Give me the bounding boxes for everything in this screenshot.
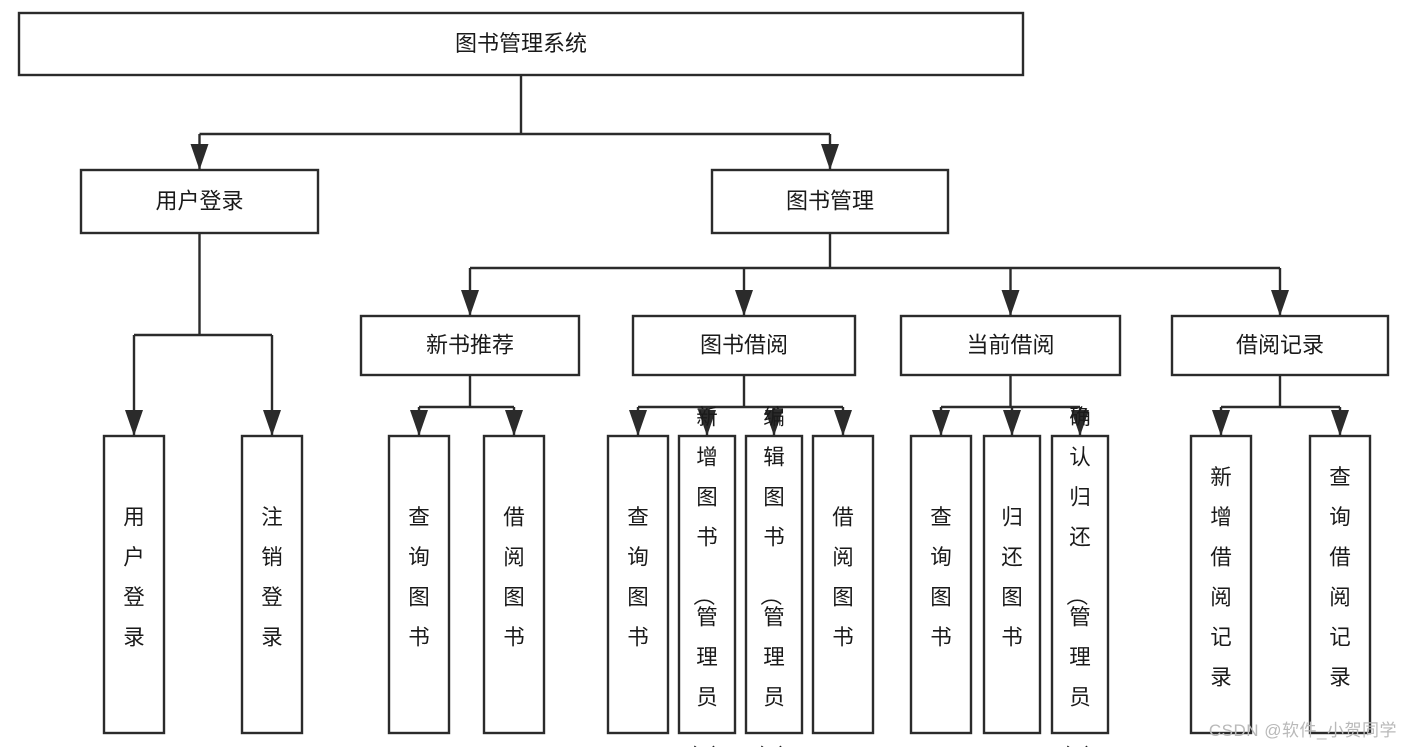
node-box[interactable] xyxy=(677,434,737,735)
node-l_confirm[interactable]: 确认归还（管理员） xyxy=(1050,406,1110,747)
arrow-head-icon xyxy=(821,144,839,170)
node-box[interactable] xyxy=(17,11,1025,77)
arrow-head-icon xyxy=(765,410,783,436)
node-label: 图书借阅 xyxy=(700,332,788,357)
node-box[interactable] xyxy=(387,434,451,735)
arrow-head-icon xyxy=(190,144,209,170)
node-root[interactable]: 图书管理系统 xyxy=(17,11,1025,77)
arrow-head-icon xyxy=(1071,410,1089,436)
node-label: 当前借阅 xyxy=(966,332,1054,357)
node-l_add_book[interactable]: 新增图书（管理员） xyxy=(677,406,737,747)
node-n_book_mgmt[interactable]: 图书管理 xyxy=(710,168,950,235)
node-label: 图书管理系统 xyxy=(455,31,587,56)
node-label: 查询图书 xyxy=(930,506,952,650)
node-label: 用户登录 xyxy=(123,506,145,650)
node-box[interactable] xyxy=(359,314,581,377)
node-l_b1[interactable]: 借阅图书 xyxy=(482,434,546,735)
arrow-head-icon xyxy=(410,410,428,436)
node-label: 注销登录 xyxy=(261,506,283,650)
node-l_edit_book[interactable]: 编辑图书（管理员） xyxy=(744,406,804,747)
node-box[interactable] xyxy=(482,434,546,735)
node-label: 归还图书 xyxy=(1001,506,1023,650)
node-box[interactable] xyxy=(631,314,857,377)
node-box[interactable] xyxy=(899,314,1122,377)
node-label: 查询借阅记录 xyxy=(1329,466,1351,690)
node-box[interactable] xyxy=(710,168,950,235)
node-label: 新书推荐 xyxy=(426,332,514,357)
arrow-head-icon xyxy=(1331,410,1349,436)
node-n_records[interactable]: 借阅记录 xyxy=(1170,314,1390,377)
node-label: 查询图书 xyxy=(408,506,430,650)
node-layer: 图书管理系统用户登录图书管理新书推荐图书借阅当前借阅借阅记录用户登录注销登录查询… xyxy=(17,11,1390,747)
arrow-head-icon xyxy=(263,410,281,436)
node-label: 图书管理 xyxy=(786,188,874,213)
node-box[interactable] xyxy=(240,434,304,735)
node-box[interactable] xyxy=(102,434,166,735)
arrow-head-icon xyxy=(461,290,479,316)
node-box[interactable] xyxy=(79,168,320,235)
node-label: 查询图书 xyxy=(627,506,649,650)
node-label: 新增图书（管理员） xyxy=(691,406,718,747)
node-l_q2[interactable]: 查询图书 xyxy=(606,434,670,735)
node-box[interactable] xyxy=(1170,314,1390,377)
node-l_q3[interactable]: 查询图书 xyxy=(909,434,973,735)
arrow-head-icon xyxy=(735,290,753,316)
arrow-head-icon xyxy=(1212,410,1230,436)
arrow-head-icon xyxy=(629,410,647,436)
node-label: 新增借阅记录 xyxy=(1210,466,1232,690)
node-l_user_login[interactable]: 用户登录 xyxy=(102,434,166,735)
node-box[interactable] xyxy=(909,434,973,735)
node-n_user_login[interactable]: 用户登录 xyxy=(79,168,320,235)
node-label: 借阅图书 xyxy=(503,506,525,650)
arrow-head-icon xyxy=(1271,290,1289,316)
node-box[interactable] xyxy=(811,434,875,735)
node-label: 确认归还（管理员） xyxy=(1064,406,1091,747)
arrow-head-icon xyxy=(698,410,716,436)
node-n_borrow[interactable]: 图书借阅 xyxy=(631,314,857,377)
node-label: 编辑图书（管理员） xyxy=(758,406,785,747)
node-l_q1[interactable]: 查询图书 xyxy=(387,434,451,735)
node-l_return[interactable]: 归还图书 xyxy=(982,434,1042,735)
node-box[interactable] xyxy=(982,434,1042,735)
node-box[interactable] xyxy=(1189,434,1253,735)
arrow-head-icon xyxy=(1001,290,1020,316)
arrow-head-icon xyxy=(505,410,523,436)
node-l_q_rec[interactable]: 查询借阅记录 xyxy=(1308,434,1372,735)
node-n_current[interactable]: 当前借阅 xyxy=(899,314,1122,377)
arrow-head-icon xyxy=(125,410,143,436)
node-l_add_rec[interactable]: 新增借阅记录 xyxy=(1189,434,1253,735)
node-label: 借阅记录 xyxy=(1236,332,1324,357)
arrow-head-icon xyxy=(834,410,852,436)
node-n_new_rec[interactable]: 新书推荐 xyxy=(359,314,581,377)
node-box[interactable] xyxy=(606,434,670,735)
node-label: 用户登录 xyxy=(155,188,243,213)
arrow-head-icon xyxy=(1003,410,1021,436)
node-box[interactable] xyxy=(1050,434,1110,735)
node-box[interactable] xyxy=(1308,434,1372,735)
node-l_b2[interactable]: 借阅图书 xyxy=(811,434,875,735)
node-box[interactable] xyxy=(744,434,804,735)
connector-layer xyxy=(125,75,1349,436)
node-l_logout[interactable]: 注销登录 xyxy=(240,434,304,735)
node-label: 借阅图书 xyxy=(832,506,854,650)
arrow-head-icon xyxy=(932,410,950,436)
